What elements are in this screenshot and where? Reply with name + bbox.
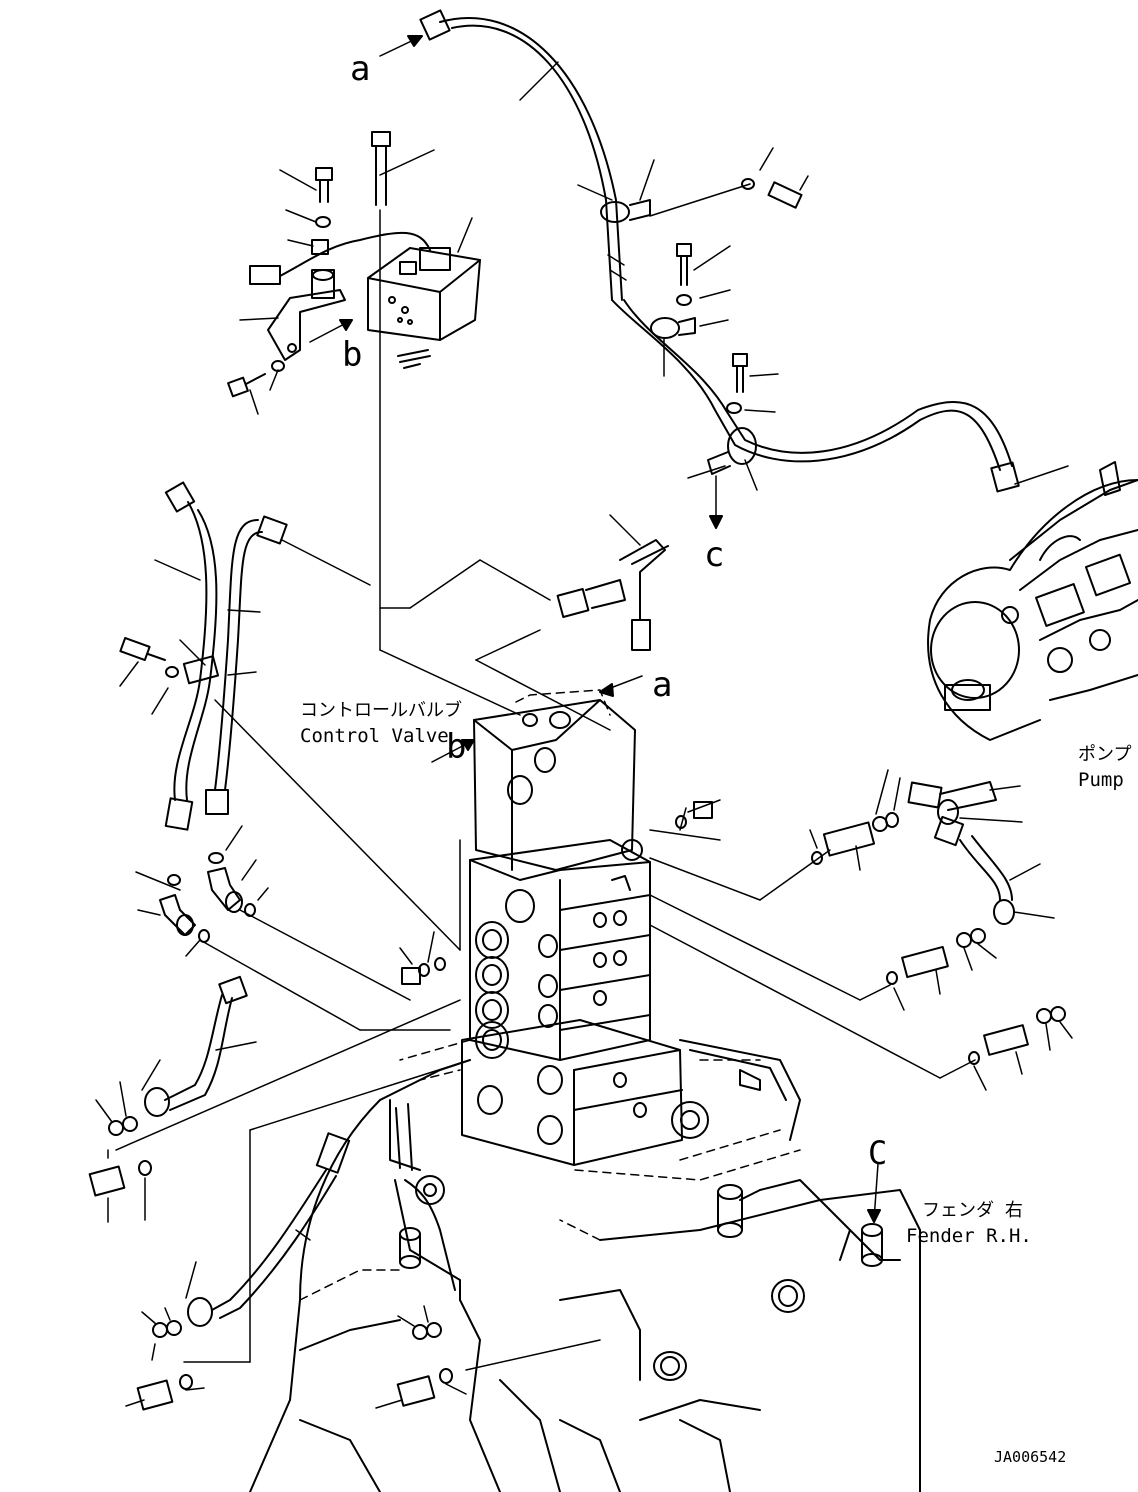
hose-lower-left-2	[185, 1132, 351, 1327]
callout-a-top: a	[350, 49, 370, 89]
bolt-clamp-3	[726, 353, 779, 414]
pressure-hose-top	[419, 9, 1020, 493]
fender-label-en: Fender R.H.	[906, 1225, 1032, 1247]
control-valve-label-jp: コントロールバルブ	[300, 699, 462, 721]
callout-a-valve: a	[652, 665, 672, 705]
bolt-clamp-1	[741, 147, 809, 209]
callout-arrow-b-top	[309, 319, 353, 343]
pressure-sensor	[556, 514, 669, 651]
pilot-hose-left-1	[164, 481, 218, 831]
callout-c-fender: C	[868, 1134, 887, 1172]
valve-bracket	[267, 269, 346, 361]
pump-label-en: Pump	[1078, 769, 1124, 791]
control-valve-fittings	[401, 801, 713, 985]
hose-clamp-1	[600, 199, 651, 223]
control-valve-body	[461, 699, 683, 1166]
callout-arrow-a-valve	[599, 675, 643, 697]
callout-c-clamp: c	[704, 535, 724, 575]
right-hoses	[811, 781, 1066, 1065]
callout-b-bracket: b	[342, 335, 362, 375]
leader-lines-solenoid	[239, 149, 521, 716]
leader-lines-lower-left	[95, 999, 601, 1409]
leader-lines-left	[119, 539, 461, 1031]
small-fittings-lower-left	[88, 1116, 453, 1411]
solenoid-valve	[367, 247, 481, 341]
callout-arrow-a-top	[379, 35, 423, 57]
control-valve-label-en: Control Valve	[300, 725, 449, 747]
hydraulic-pump	[927, 461, 1138, 741]
hose-clamp-2	[650, 317, 696, 339]
callout-arrow-b-valve	[431, 739, 475, 763]
control-valve-spools	[475, 711, 647, 1145]
drawing-id: JA006542	[994, 1448, 1066, 1466]
long-bolt	[371, 131, 391, 206]
elbow-fittings-left	[159, 852, 256, 943]
leader-lines-right	[379, 559, 1073, 1091]
harness-connector	[249, 231, 431, 285]
hose-lower-left-1	[141, 975, 257, 1117]
revolving-frame	[249, 1039, 921, 1492]
leader-lines-top	[519, 61, 1069, 491]
hose-clamp-3	[707, 427, 757, 475]
hose-clamp-left	[119, 636, 220, 685]
dashed-hidden-lines	[299, 689, 801, 1301]
bolt-clamp-2	[676, 243, 731, 306]
pump-label-jp: ポンプ	[1078, 744, 1131, 765]
bolts-bracket	[227, 167, 431, 398]
callout-arrow-c-clamp	[709, 475, 723, 529]
fender-label-jp: フェンダ 右	[922, 1200, 1023, 1221]
callout-b-valve: b	[446, 727, 466, 767]
pilot-hose-left-2	[205, 515, 288, 815]
